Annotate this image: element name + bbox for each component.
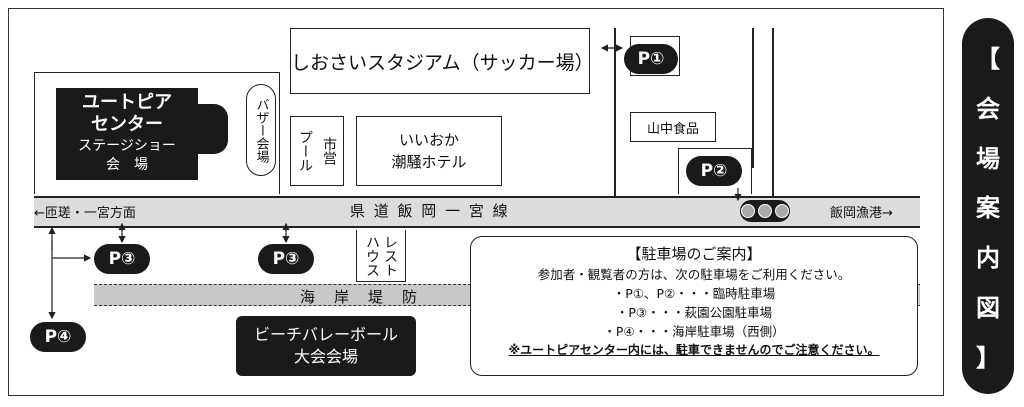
utopia-venue-label: 会 場	[106, 157, 148, 173]
info-item1: ・P①、P②・・・臨時駐車場	[612, 286, 776, 301]
pool-label-right: 市営	[321, 137, 337, 165]
street-center-line	[752, 28, 754, 168]
p2-lot	[678, 148, 752, 194]
street-left-edge	[614, 28, 616, 196]
utopia-grounds	[34, 72, 280, 194]
info-item2: ・P③・・・萩園公園駐車場	[615, 305, 773, 320]
parking-p4-pin: P④	[30, 322, 86, 352]
municipal-pool: プール 市営	[290, 116, 344, 186]
yamanaka-label: 山中食品	[646, 121, 699, 137]
street-right-edge	[772, 28, 774, 196]
road-top-edge	[34, 196, 920, 198]
utopia-center-annex	[192, 104, 228, 154]
parking-p3a-pin: P③	[94, 244, 150, 274]
stadium-label: しおさいスタジアム（サッカー場）	[291, 51, 594, 74]
venue-map-title: 【 会 場 案 内 図 】	[962, 18, 1014, 394]
beach-volleyball-venue: ビーチバレーボール 大会会場	[236, 316, 416, 376]
side-title-bracket-open: 【	[976, 45, 1000, 74]
road-name: 県 道 飯 岡 一 宮 線	[350, 202, 510, 220]
rest-house-label-left: ハウス	[364, 234, 380, 277]
rest-house: ハウス レスト	[356, 230, 406, 282]
info-intro: 参加者・観覧者の方は、次の駐車場をご利用ください。	[537, 267, 851, 282]
traffic-light-icon	[740, 200, 790, 222]
side-title-bracket-close: 】	[976, 343, 1000, 372]
yamanaka-foods: 山中食品	[630, 112, 716, 142]
info-title: 【駐車場のご案内】	[626, 245, 762, 263]
side-title-char-4: 内	[976, 244, 1000, 273]
route-arrows	[48, 44, 742, 320]
beach-venue-line2: 大会会場	[293, 347, 358, 366]
stadium-building: しおさいスタジアム（サッカー場）	[290, 28, 594, 94]
road-bottom-edge	[34, 226, 920, 228]
hotel-label-line1: いいおか	[398, 131, 459, 149]
hotel-label-line2: 潮騒ホテル	[391, 153, 467, 171]
parking-info-box: 【駐車場のご案内】 参加者・観覧者の方は、次の駐車場をご利用ください。 ・P①、…	[470, 236, 918, 376]
side-title-char-3: 案	[976, 194, 1000, 223]
utopia-name-line1: ユートピア	[82, 92, 172, 113]
rest-house-label-right: レスト	[382, 234, 398, 277]
info-note: ※ユートピアセンター内には、駐車できませんのでご注意ください。	[508, 343, 880, 357]
info-item3: ・P④・・・海岸駐車場（西側）	[603, 324, 785, 339]
bazaar-label: バザー会場	[253, 97, 269, 163]
road-left-direction: ←匝瑳・一宮方面	[34, 206, 136, 221]
parking-p2-pin: P②	[686, 156, 742, 186]
side-title-char-2: 場	[976, 144, 1000, 173]
shiosai-hotel: いいおか 潮騒ホテル	[356, 116, 502, 186]
parking-p3b-pin: P③	[258, 244, 314, 274]
utopia-name-line2: センター	[91, 114, 163, 135]
road-right-direction: 飯岡漁港→	[830, 206, 893, 221]
pool-label-left: プール	[297, 130, 313, 172]
utopia-stage-label: ステージショー	[78, 138, 176, 154]
seawall-label: 海 岸 堤 防	[300, 288, 420, 306]
parking-p1-pin: P①	[624, 44, 678, 74]
beach-venue-line1: ビーチバレーボール	[253, 325, 398, 344]
utopia-center-building: ユートピア センター ステージショー 会 場	[56, 88, 198, 180]
side-title-char-1: 会	[976, 95, 1000, 124]
bazaar-venue: バザー会場	[246, 84, 276, 176]
side-title-char-5: 図	[976, 293, 1000, 322]
